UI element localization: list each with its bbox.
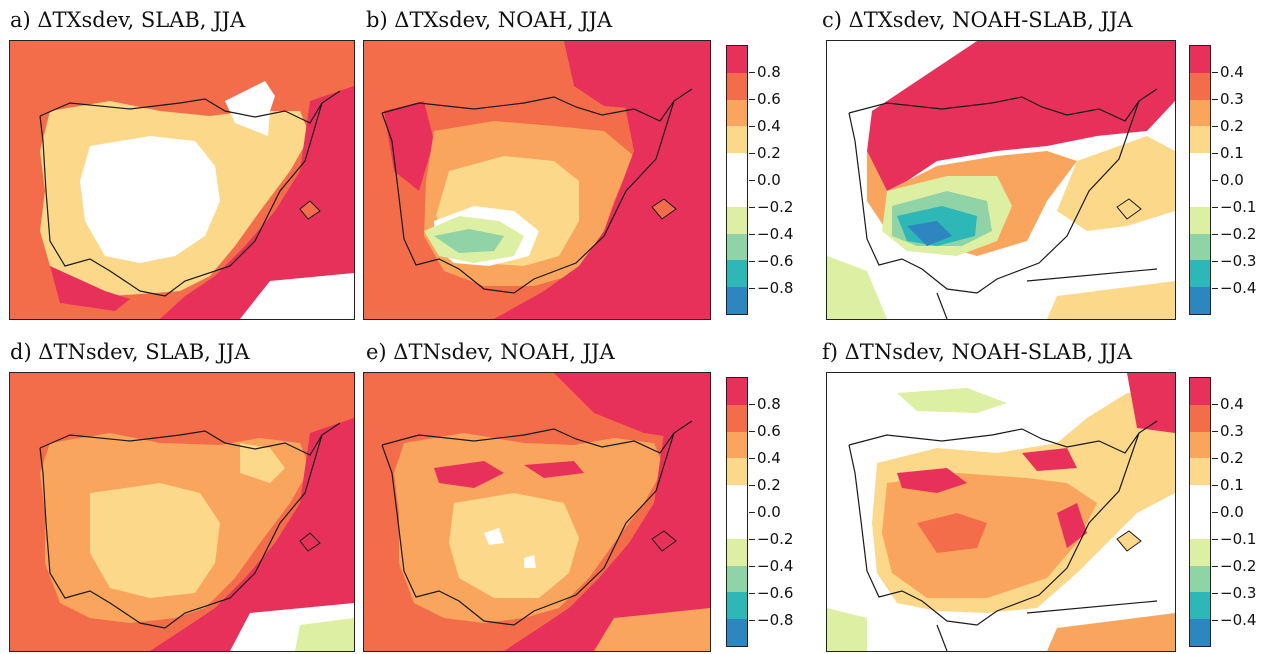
tick-label: 0.3 <box>1212 422 1244 440</box>
tick-label: 0.0 <box>1212 171 1244 189</box>
panel-d-title: d) ΔTNsdev, SLAB, JJA <box>10 340 250 364</box>
tick-label: −0.8 <box>748 611 794 629</box>
tick-label: 0.6 <box>749 90 781 108</box>
tick-label: 0.0 <box>749 171 781 189</box>
tick-label: 0.0 <box>1212 503 1244 521</box>
tick-label: 0.2 <box>749 476 781 494</box>
tick-label: −0.2 <box>1211 557 1257 575</box>
tick-label: 0.6 <box>749 422 781 440</box>
panel-e-title: e) ΔTNsdev, NOAH, JJA <box>366 340 615 364</box>
tick-label: 0.0 <box>749 503 781 521</box>
tick-label: 0.8 <box>749 395 781 413</box>
map-panel-b <box>363 40 711 320</box>
colorbar-absolute-bottom <box>726 377 748 647</box>
tick-label: −0.4 <box>748 225 794 243</box>
colorbar-difference-bottom <box>1189 377 1211 647</box>
panel-b-title: b) ΔTXsdev, NOAH, JJA <box>366 8 613 32</box>
tick-label: −0.4 <box>1211 611 1257 629</box>
map-panel-c <box>826 40 1176 320</box>
tick-label: −0.3 <box>1211 252 1257 270</box>
tick-label: −0.4 <box>1211 279 1257 297</box>
tick-label: 0.3 <box>1212 90 1244 108</box>
tick-label: −0.2 <box>1211 225 1257 243</box>
map-panel-f <box>826 372 1176 652</box>
map-panel-d <box>9 372 355 652</box>
tick-label: 0.1 <box>1212 476 1244 494</box>
tick-label: 0.8 <box>749 63 781 81</box>
tick-label: 0.2 <box>1212 117 1244 135</box>
tick-label: 0.1 <box>1212 144 1244 162</box>
tick-label: −0.1 <box>1211 198 1257 216</box>
colorbar-absolute-top <box>726 45 748 315</box>
tick-label: −0.6 <box>748 252 794 270</box>
tick-label: −0.1 <box>1211 530 1257 548</box>
tick-label: −0.4 <box>748 557 794 575</box>
tick-label: 0.4 <box>1212 63 1244 81</box>
tick-label: −0.8 <box>748 279 794 297</box>
tick-label: −0.3 <box>1211 584 1257 602</box>
tick-label: 0.4 <box>749 449 781 467</box>
colorbar-difference-top <box>1189 45 1211 315</box>
tick-label: 0.4 <box>1212 395 1244 413</box>
tick-label: 0.2 <box>749 144 781 162</box>
tick-label: −0.2 <box>748 530 794 548</box>
map-panel-a <box>9 40 355 320</box>
map-panel-e <box>363 372 711 652</box>
tick-label: −0.6 <box>748 584 794 602</box>
panel-a-title: a) ΔTXsdev, SLAB, JJA <box>10 8 246 32</box>
tick-label: 0.2 <box>1212 449 1244 467</box>
panel-c-title: c) ΔTXsdev, NOAH-SLAB, JJA <box>822 8 1133 32</box>
tick-label: −0.2 <box>748 198 794 216</box>
panel-f-title: f) ΔTNsdev, NOAH-SLAB, JJA <box>822 340 1133 364</box>
tick-label: 0.4 <box>749 117 781 135</box>
